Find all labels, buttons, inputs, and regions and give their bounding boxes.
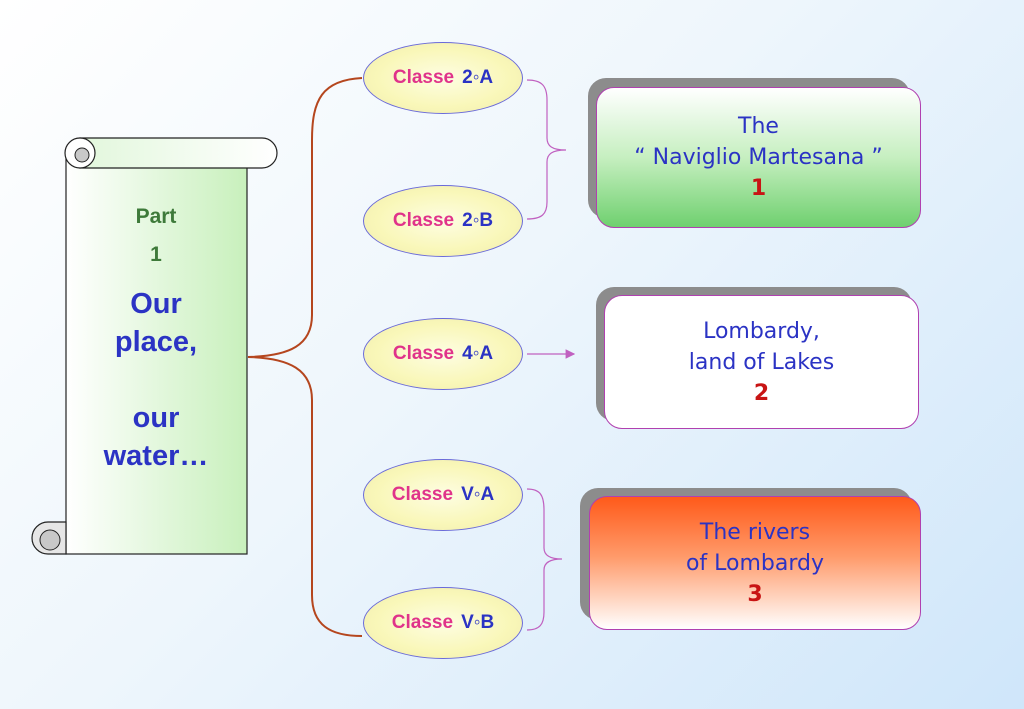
bracket-2a-2b [526, 79, 567, 220]
title-line-4: water… [103, 440, 209, 472]
main-brace [247, 77, 363, 637]
box-2-line-2: land of Lakes [688, 349, 835, 375]
part-label: Part [135, 205, 177, 228]
box-2-number: 2 [753, 380, 770, 406]
topic-box-1: The “ Naviglio Martesana ” 1 [596, 87, 921, 228]
topic-box-2: Lombardy, land of Lakes 2 [604, 295, 919, 429]
box-1-line-2: “ Naviglio Martesana ” [634, 145, 883, 170]
box-1-line-1: The [738, 114, 779, 139]
box-3-line-1: The rivers [699, 519, 811, 545]
scroll-content: Part 1 Our place, our water… [66, 205, 246, 475]
scroll-shape [31, 137, 278, 555]
box-2-line-1: Lombardy, [703, 318, 820, 344]
part-number: 1 [150, 243, 162, 266]
part-title: Our place, our water… [66, 285, 246, 475]
box-3-number: 3 [747, 581, 763, 607]
title-line-3: our [132, 402, 180, 434]
bracket-va-vb [526, 488, 563, 631]
title-line-2: place, [114, 326, 198, 358]
title-line-1: Our [130, 288, 182, 320]
topic-box-3: The rivers of Lombardy 3 [589, 496, 921, 630]
box-3-line-2: of Lombardy [685, 550, 825, 576]
box-1-number: 1 [750, 176, 767, 201]
